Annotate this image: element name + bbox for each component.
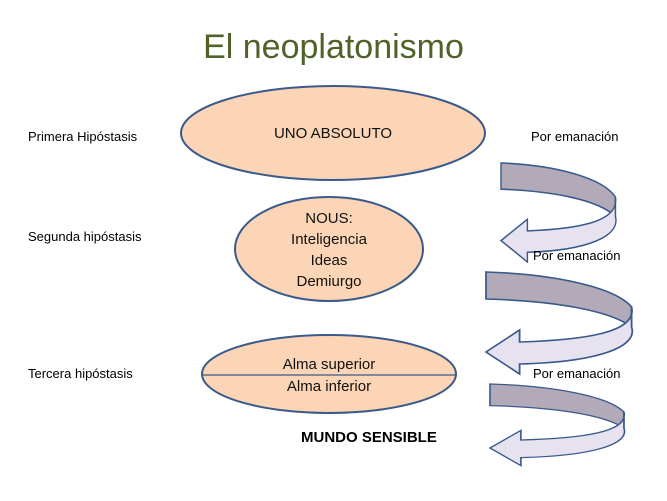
ellipse-nous <box>234 196 424 302</box>
ellipse-text-uno: UNO ABSOLUTO <box>273 125 393 142</box>
nous-line: Ideas <box>310 252 348 269</box>
mundo-sensible-label: MUNDO SENSIBLE <box>301 429 437 446</box>
nous-line: Inteligencia <box>291 231 367 248</box>
emanation-label-3: Por emanación <box>533 366 621 381</box>
nous-line: NOUS: <box>305 210 353 227</box>
curved-arrow-icon-2 <box>485 271 634 375</box>
ellipse-uno <box>180 85 486 181</box>
ellipse-alma <box>201 334 457 414</box>
nous-line: Demiurgo <box>296 273 362 290</box>
curved-arrow-icon-3 <box>489 383 626 467</box>
level-label-3: Tercera hipóstasis <box>28 366 133 381</box>
alma-inferior-text: Alma inferior <box>286 378 372 395</box>
level-label-1: Primera Hipóstasis <box>28 129 138 144</box>
alma-superior-text: Alma superior <box>282 356 376 373</box>
page-title: El neoplatonismo <box>203 28 464 66</box>
emanation-label-1: Por emanación <box>531 129 619 144</box>
level-label-2: Segunda hipóstasis <box>28 229 142 244</box>
emanation-label-2: Por emanación <box>533 248 621 263</box>
nous-text: NOUS: Inteligencia Ideas Demiurgo <box>229 208 429 292</box>
